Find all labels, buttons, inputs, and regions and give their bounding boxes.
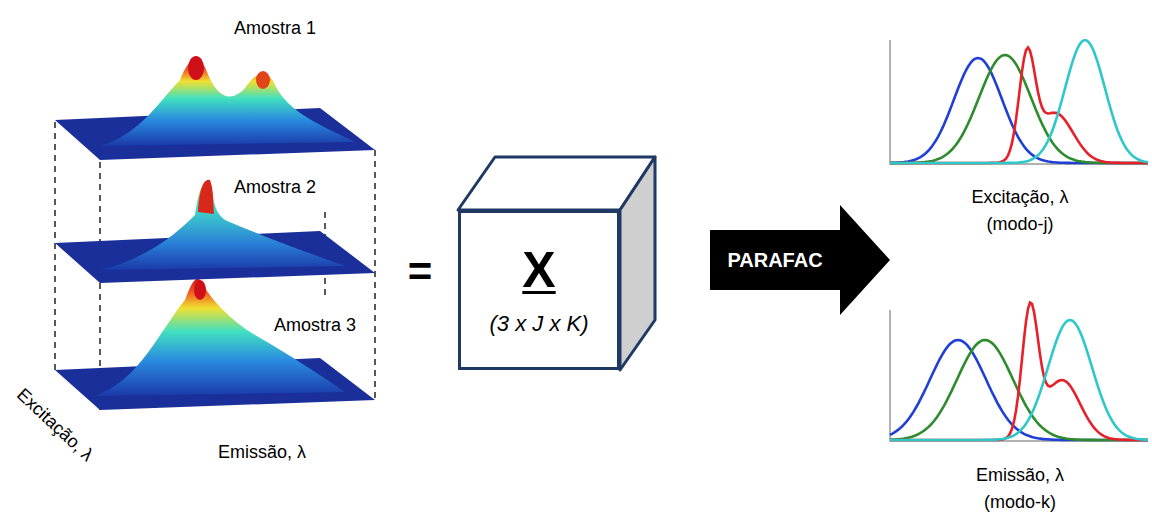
axis-label: Excitação, λ [12,384,97,465]
spectrum-line [890,58,1148,163]
surface-plot [55,180,375,283]
node-subtitle: (3 x J x K) [489,312,588,336]
spectrum-line [890,320,1148,440]
axis-label: Amostra 2 [234,177,316,198]
tensor-cube-faces [458,157,655,370]
axis-label: (modo-k) [984,492,1056,513]
spectrum-line [890,40,1148,163]
node-title: PARAFAC [727,249,822,271]
axis-label: Excitação, λ [971,187,1068,208]
spectral-curves [890,40,1148,440]
axis-label: Amostra 1 [234,18,316,39]
equals-sign: = [408,248,433,296]
spectrum-line [890,55,1148,163]
axis-label: Amostra 3 [274,315,356,336]
parafac-arrow: PARAFAC [705,205,890,315]
plot-axes [890,40,1148,441]
axis-label: Emissão, λ [976,465,1064,486]
node-title: X [522,243,555,298]
spectrum-line [890,303,1148,440]
axis-label: (modo-j) [986,214,1053,235]
surface-plot [55,56,375,160]
tensor-cube: X (3 x J x K) [458,210,620,370]
surface-plot [55,279,375,410]
guide-lines [55,122,375,410]
axis-label: Emissão, λ [218,442,306,463]
